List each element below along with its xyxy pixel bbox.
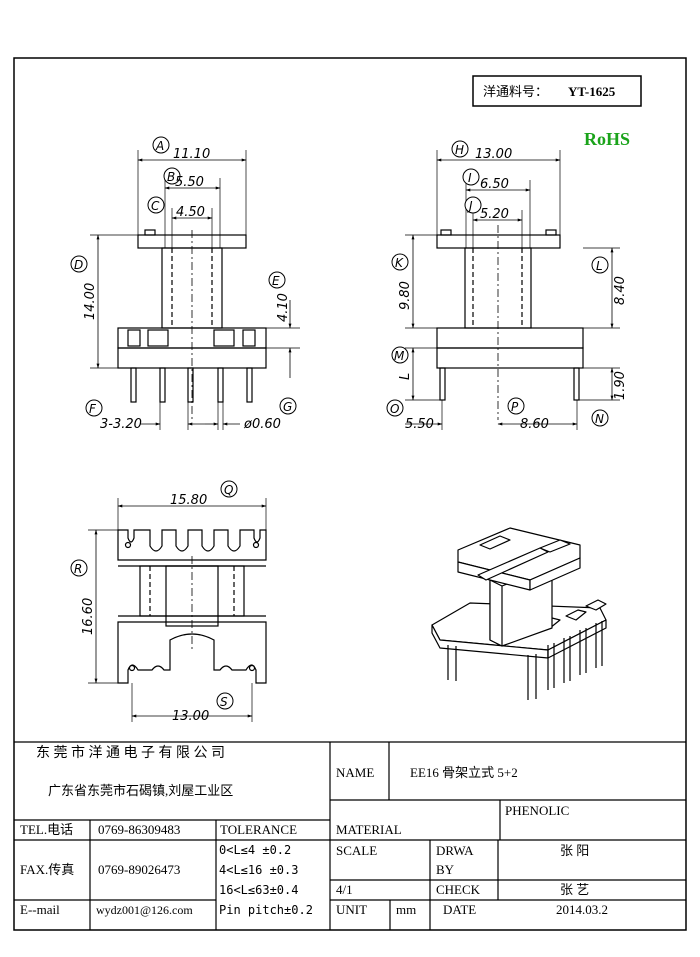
tolerance-line-2: 4<L≤16 ±0.3 [219, 863, 298, 877]
svg-text:K: K [395, 256, 404, 270]
part-number-value: YT-1625 [568, 84, 616, 99]
drawn-label-1: DRWA [436, 843, 474, 858]
dim-g: ø0.60 [243, 417, 281, 432]
scale-label: SCALE [336, 843, 377, 858]
dim-i: 6.50 [480, 177, 509, 192]
unit-label: UNIT [336, 902, 367, 917]
svg-text:S: S [220, 695, 228, 709]
date-label: DATE [443, 902, 476, 917]
dim-k: 9.80 [398, 281, 413, 310]
top-view [88, 498, 267, 722]
email-value: wydz001@126.com [96, 903, 193, 917]
svg-text:O: O [390, 402, 399, 416]
tolerance-line-4: Pin pitch±0.2 [219, 903, 313, 917]
company-name: 东 莞 市 洋 通 电 子 有 限 公 司 [36, 744, 225, 761]
date-value: 2014.03.2 [556, 902, 608, 917]
dim-a: 11.10 [173, 147, 210, 162]
dim-p: 8.60 [520, 417, 549, 432]
sheet-border [13, 57, 687, 931]
front-view-labels: A 11.10 B 5.50 C 4.50 D 14.00 E 4.10 F 3… [70, 136, 297, 432]
fax-label: FAX.传真 [20, 862, 74, 877]
dim-j: 5.20 [480, 207, 509, 222]
company-address: 广东省东莞市石碣镇,刘屋工业区 [48, 783, 233, 798]
svg-text:E: E [272, 274, 280, 288]
svg-text:N: N [595, 412, 604, 426]
check-value: 张 艺 [560, 882, 589, 897]
part-number-box: 洋通料号： YT-1625 [472, 75, 642, 107]
side-view [405, 150, 620, 430]
tel-value: 0769-86309483 [98, 822, 180, 837]
title-block-text: 东 莞 市 洋 通 电 子 有 限 公 司 广东省东莞市石碣镇,刘屋工业区 NA… [20, 744, 608, 917]
dim-o: 5.50 [405, 417, 434, 432]
name-label: NAME [336, 765, 374, 780]
svg-text:L: L [596, 259, 603, 273]
dim-m: L [398, 373, 413, 380]
part-number-prefix: 洋通料号： [483, 84, 548, 99]
svg-text:R: R [74, 562, 82, 576]
drawn-label-2: BY [436, 862, 455, 877]
name-value: EE16 骨架立式 5+2 [410, 765, 518, 780]
dim-f: 3-3.20 [100, 417, 142, 432]
top-view-labels: Q 15.80 R 16.60 S 13.00 [70, 480, 238, 724]
rohs-label: RoHS [584, 129, 630, 149]
tolerance-line-3: 16<L≤63±0.4 [219, 883, 298, 897]
tel-label: TEL.电话 [20, 822, 73, 837]
email-label: E--mail [20, 902, 60, 917]
svg-text:D: D [74, 258, 83, 272]
dim-q: 15.80 [170, 493, 207, 508]
dim-e: 4.10 [276, 293, 291, 322]
svg-text:C: C [151, 199, 160, 213]
svg-text:I: I [468, 171, 472, 185]
svg-text:A: A [155, 139, 164, 153]
title-block-grid [14, 741, 686, 930]
dim-b: 5.50 [175, 175, 204, 190]
isometric-view [431, 527, 607, 700]
side-view-labels: H 13.00 I 6.50 J 5.20 K 9.80 L 8.40 M L … [386, 140, 628, 432]
svg-text:G: G [283, 400, 292, 414]
check-label: CHECK [436, 882, 481, 897]
svg-text:B: B [167, 170, 175, 184]
front-view [90, 150, 300, 430]
fax-value: 0769-89026473 [98, 862, 180, 877]
material-value: PHENOLIC [505, 803, 569, 818]
drawn-value: 张 阳 [560, 843, 589, 858]
dim-n: 1.90 [613, 371, 628, 400]
svg-text:Q: Q [224, 483, 233, 497]
dim-s: 13.00 [172, 709, 209, 724]
dim-l: 8.40 [613, 276, 628, 305]
tolerance-line-1: 0<L≤4 ±0.2 [219, 843, 291, 857]
svg-text:F: F [89, 402, 97, 416]
dim-h: 13.00 [475, 147, 512, 162]
svg-text:H: H [455, 143, 464, 157]
unit-value: mm [396, 902, 416, 917]
svg-text:M: M [394, 349, 405, 363]
scale-value: 4/1 [336, 882, 353, 897]
dim-r: 16.60 [81, 598, 96, 635]
tolerance-label: TOLERANCE [220, 822, 297, 837]
material-label: MATERIAL [336, 822, 402, 837]
dim-c: 4.50 [176, 205, 205, 220]
dim-d: 14.00 [83, 283, 98, 320]
svg-text:J: J [467, 199, 473, 213]
svg-text:P: P [511, 400, 519, 414]
